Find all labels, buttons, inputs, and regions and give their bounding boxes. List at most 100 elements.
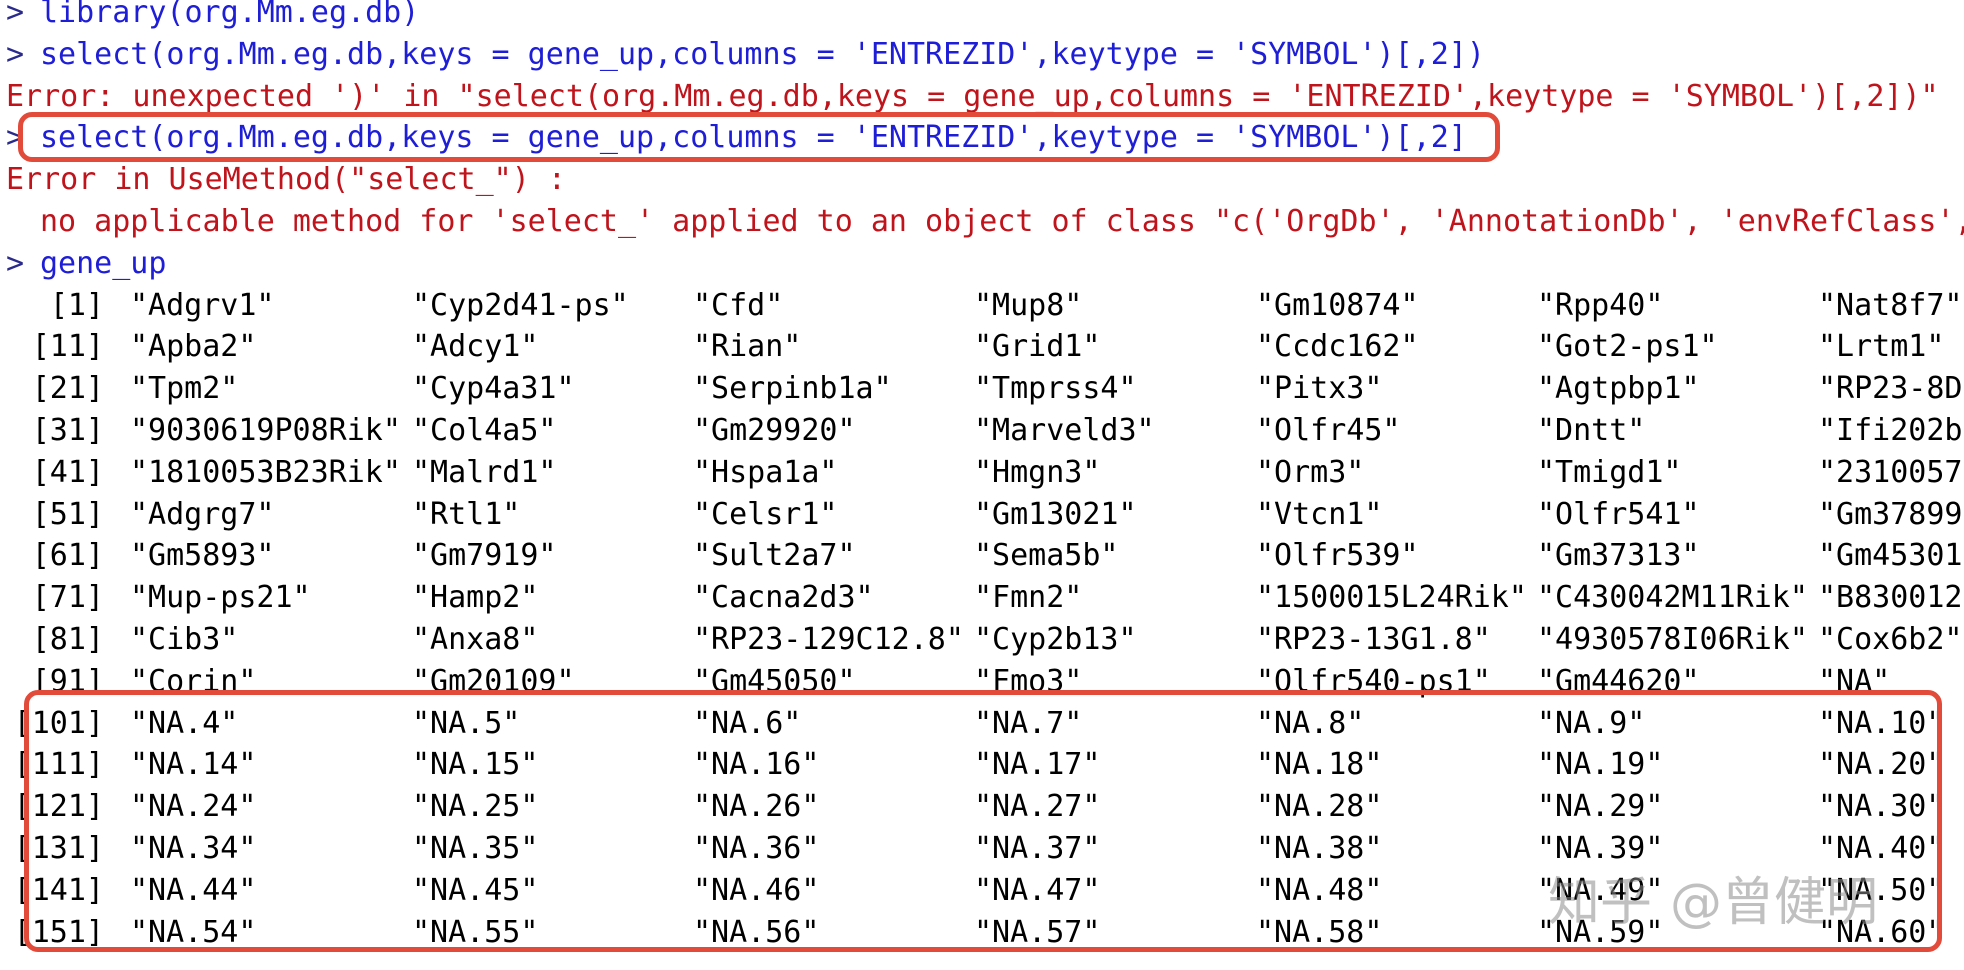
output-row: [81]"Cib3""Anxa8""RP23-129C12.8""Cyp2b13… bbox=[0, 619, 1964, 661]
gene-value: "NA.47" bbox=[974, 872, 1101, 908]
gene-value: "Gm29920" bbox=[693, 413, 856, 448]
row-index: [21] bbox=[31, 371, 104, 407]
gene-value: "NA.35" bbox=[412, 831, 539, 866]
gene-value: "NA.38" bbox=[1256, 831, 1383, 866]
row-index: [31] bbox=[31, 413, 104, 448]
row-index: [81] bbox=[31, 622, 104, 657]
gene-value: "NA.49" bbox=[1537, 872, 1664, 908]
gene-value: "NA.6" bbox=[693, 705, 802, 741]
zhihu-logo: 知乎 bbox=[1548, 873, 1653, 933]
gene-value: "NA.7" bbox=[974, 705, 1083, 741]
gene-value: "Gm10874" bbox=[1256, 287, 1419, 323]
gene-value: "Gm7919" bbox=[412, 538, 557, 574]
gene-value: "NA.37" bbox=[974, 831, 1101, 866]
gene-value: "NA.30" bbox=[1818, 789, 1945, 825]
console-line: Error in UseMethod("select_") : bbox=[0, 159, 1964, 201]
gene-value: "NA.54" bbox=[130, 914, 257, 950]
error-text: no applicable method for 'select_' appli… bbox=[40, 204, 1964, 239]
prompt-symbol: > bbox=[6, 0, 25, 30]
gene-value: "NA.55" bbox=[412, 914, 539, 950]
gene-value: "Cacna2d3" bbox=[693, 580, 874, 616]
gene-value: "NA.17" bbox=[974, 747, 1101, 783]
output-row: [11] "Apba2" "Adcy1" "Rian" "Grid1" "Ccdc162"… bbox=[0, 326, 1964, 368]
highlight-box-na-rows bbox=[24, 690, 1942, 952]
gene-value: "NA.14" bbox=[130, 747, 257, 783]
gene-value: "Marveld3" bbox=[974, 413, 1155, 448]
gene-value: "Mup8" bbox=[974, 287, 1083, 323]
error-text: Error: unexpected ')' in "select(org.Mm.… bbox=[6, 78, 1939, 114]
gene-value: "NA.5" bbox=[412, 705, 521, 741]
gene-value: "Apba2" bbox=[130, 329, 257, 365]
gene-value: "Gm45301 bbox=[1818, 538, 1963, 574]
gene-value: "Gm13021" bbox=[974, 496, 1137, 532]
gene-value: "Cfd" bbox=[693, 287, 784, 323]
gene-value: "C430042M11Rik" bbox=[1537, 580, 1808, 616]
gene-value: "Dntt" bbox=[1537, 413, 1646, 448]
gene-value: "Rpp40" bbox=[1537, 287, 1664, 323]
gene-value: "Adgrv1" bbox=[130, 287, 275, 323]
row-index: [11] bbox=[31, 329, 104, 365]
gene-value: "Serpinb1a" bbox=[693, 371, 892, 407]
gene-value: "NA.58" bbox=[1256, 914, 1383, 950]
gene-value: "NA.59" bbox=[1537, 914, 1664, 950]
gene-value: "NA.48" bbox=[1256, 872, 1383, 908]
gene-value: "Agtpbp1" bbox=[1537, 371, 1700, 407]
gene-value: "Hmgn3" bbox=[974, 454, 1101, 490]
gene-value: "Rian" bbox=[693, 329, 802, 365]
output-row: [71]"Mup-ps21""Hamp2""Cacna2d3""Fmn2""15… bbox=[0, 577, 1964, 619]
gene-value: "Cyp4a31" bbox=[412, 371, 575, 407]
gene-value: "RP23-13G1.8" bbox=[1256, 622, 1491, 657]
gene-value: "Cyp2d41-ps" bbox=[412, 287, 629, 323]
gene-value: "Anxa8" bbox=[412, 622, 539, 657]
row-index: [41] bbox=[31, 454, 104, 490]
output-row: [151]"NA.54""NA.55""NA.56""NA.57""NA.58"… bbox=[0, 912, 1964, 954]
gene-value: "Fmn2" bbox=[974, 580, 1083, 616]
error-text: Error in UseMethod("select_") : bbox=[6, 162, 566, 198]
gene-value: "Gm37313" bbox=[1537, 538, 1700, 574]
gene-value: "Ifi202b bbox=[1818, 413, 1963, 448]
gene-value: "Vtcn1" bbox=[1256, 496, 1383, 532]
gene-value: "RP23-8D bbox=[1818, 371, 1963, 407]
row-index: [61] bbox=[31, 538, 104, 574]
gene-value: "NA.20" bbox=[1818, 747, 1945, 783]
gene-value: "NA.26" bbox=[693, 789, 820, 825]
row-index: [71] bbox=[31, 580, 104, 616]
gene-value: "B830012 bbox=[1818, 580, 1963, 616]
gene-value: "NA.44" bbox=[130, 872, 257, 908]
gene-value: "Sult2a7" bbox=[693, 538, 856, 574]
gene-value: "NA.27" bbox=[974, 789, 1101, 825]
output-row: [51]"Adgrg7""Rtl1""Celsr1""Gm13021""Vtcn… bbox=[0, 494, 1964, 536]
gene-value: "Tmigd1" bbox=[1537, 454, 1682, 490]
gene-value: "NA.15" bbox=[412, 747, 539, 783]
gene-value: "NA.18" bbox=[1256, 747, 1383, 783]
gene-value: "Got2-ps1" bbox=[1537, 329, 1718, 365]
gene-value: "NA.25" bbox=[412, 789, 539, 825]
console-line: Error: unexpected ')' in "select(org.Mm.… bbox=[0, 76, 1964, 118]
gene-value: "Tmprss4" bbox=[974, 371, 1137, 407]
watermark: 知乎@曾健明 bbox=[1548, 860, 1878, 935]
gene-value: "NA.9" bbox=[1537, 705, 1646, 741]
gene-value: "Adgrg7" bbox=[130, 496, 275, 532]
gene-value: "Cyp2b13" bbox=[974, 622, 1137, 657]
gene-value: "NA.29" bbox=[1537, 789, 1664, 825]
prompt-symbol: > bbox=[6, 36, 25, 72]
gene-value: "Tpm2" bbox=[130, 371, 239, 407]
output-row: [31]"9030619P08Rik""Col4a5""Gm29920""Mar… bbox=[0, 410, 1964, 452]
gene-value: "Celsr1" bbox=[693, 496, 838, 532]
command-text: select(org.Mm.eg.db,keys = gene_up,colum… bbox=[40, 120, 1467, 156]
gene-value: "Adcy1" bbox=[412, 329, 539, 365]
row-index: [1] bbox=[49, 287, 104, 323]
gene-value: "NA.46" bbox=[693, 872, 820, 908]
gene-value: "Grid1" bbox=[974, 329, 1101, 365]
gene-value: "NA.60" bbox=[1818, 914, 1945, 950]
gene-value: "RP23-129C12.8" bbox=[693, 622, 964, 657]
gene-value: "Ccdc162" bbox=[1256, 329, 1419, 365]
prompt-symbol: > bbox=[6, 245, 25, 281]
gene-value: "Nat8f7" bbox=[1818, 287, 1963, 323]
gene-value: "1810053B23Rik" bbox=[130, 454, 401, 490]
gene-value: "NA.8" bbox=[1256, 705, 1365, 741]
command-text: library(org.Mm.eg.db) bbox=[40, 0, 420, 30]
gene-value: "Gm5893" bbox=[130, 538, 275, 574]
gene-value: "NA.39" bbox=[1537, 831, 1664, 866]
